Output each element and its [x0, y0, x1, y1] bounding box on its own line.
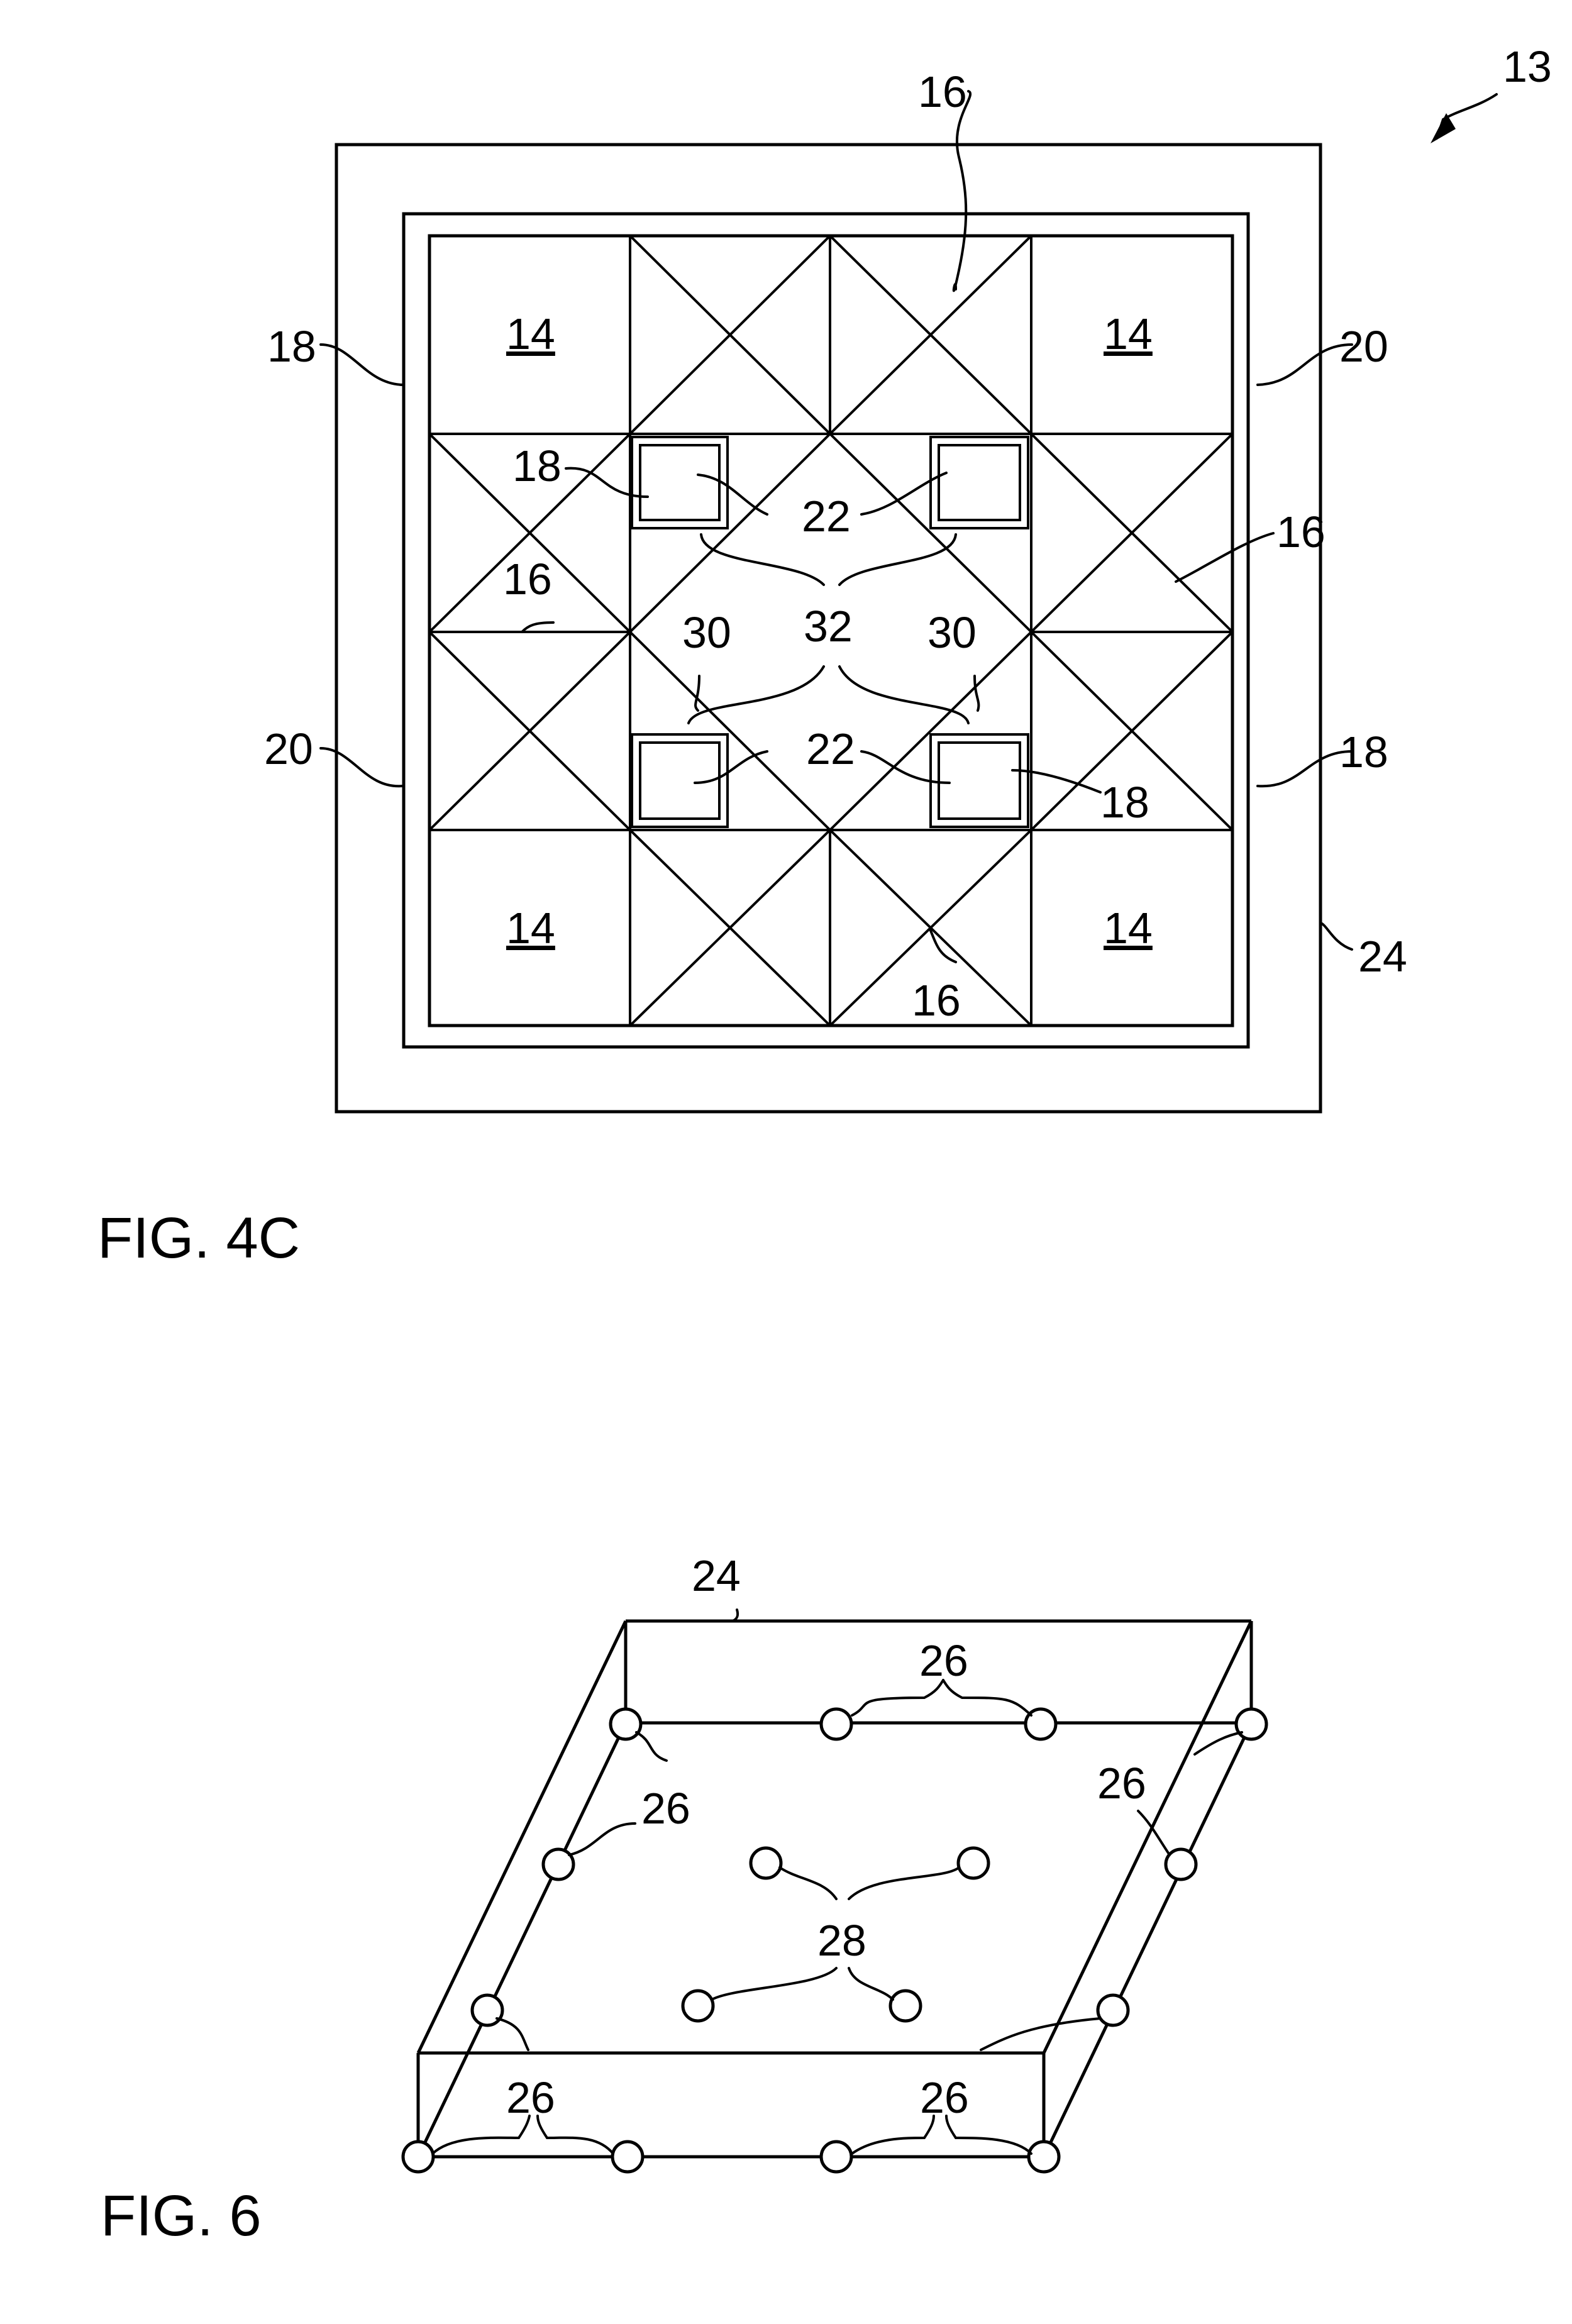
tray-24-outline	[416, 1619, 1253, 2159]
ref-18-left: 18	[267, 322, 316, 371]
middle-frame	[402, 212, 1250, 1049]
fig6-leaders	[431, 1608, 1243, 2155]
ref-13-assembly: 13	[1503, 42, 1552, 91]
ref-26-bottom-right: 26	[920, 2073, 969, 2122]
ref-14-top-right: 14	[1104, 309, 1153, 358]
ref-18-inner-bottom-right: 18	[1100, 778, 1149, 827]
ref-18-inner-top-left: 18	[512, 441, 562, 490]
fig4c-leaders	[319, 90, 1498, 963]
tile-diagonals	[428, 235, 1234, 1027]
ref-28: 28	[817, 1916, 866, 1965]
ref-26-right: 26	[1097, 1759, 1146, 1808]
ref-26-top: 26	[919, 1636, 968, 1685]
ref-20-right: 20	[1339, 322, 1388, 371]
ref-14-bottom-right: 14	[1104, 904, 1153, 953]
ref-22-bottom: 22	[806, 724, 855, 773]
ref-26-left: 26	[641, 1784, 690, 1833]
inner-squares	[631, 436, 1029, 828]
ref-20-left: 20	[264, 724, 313, 773]
arrow-13-head	[1431, 113, 1456, 143]
ref-16-bottom: 16	[912, 976, 961, 1025]
ref-32: 32	[804, 602, 853, 651]
figure-6: 24 26 26 26 28 26 26 FIG. 6	[101, 1551, 1268, 2248]
ref-22-top: 22	[802, 492, 851, 541]
ref-26-bottom-left: 26	[506, 2073, 555, 2122]
ref-24: 24	[1358, 932, 1407, 981]
ref-16-top: 16	[918, 67, 967, 116]
outer-frame-24	[335, 143, 1322, 1114]
ref-18-right: 18	[1339, 728, 1388, 777]
ref-30-right: 30	[927, 608, 977, 657]
figure-4c: 16 13 14 14 14 14 18 20 18 22 16 16 30 3…	[97, 42, 1552, 1270]
ref-30-left: 30	[682, 608, 731, 657]
caption-fig-6: FIG. 6	[101, 2184, 262, 2248]
caption-fig-4c: FIG. 4C	[97, 1206, 300, 1270]
ref-14-bottom-left: 14	[506, 904, 555, 953]
nodes-26	[401, 1707, 1268, 2174]
ref-16-right: 16	[1276, 507, 1326, 556]
ref-16-left: 16	[503, 555, 552, 604]
ref-14-top-left: 14	[506, 309, 555, 358]
nodes-28	[681, 1846, 990, 2023]
ref-24-fig6: 24	[692, 1551, 741, 1600]
